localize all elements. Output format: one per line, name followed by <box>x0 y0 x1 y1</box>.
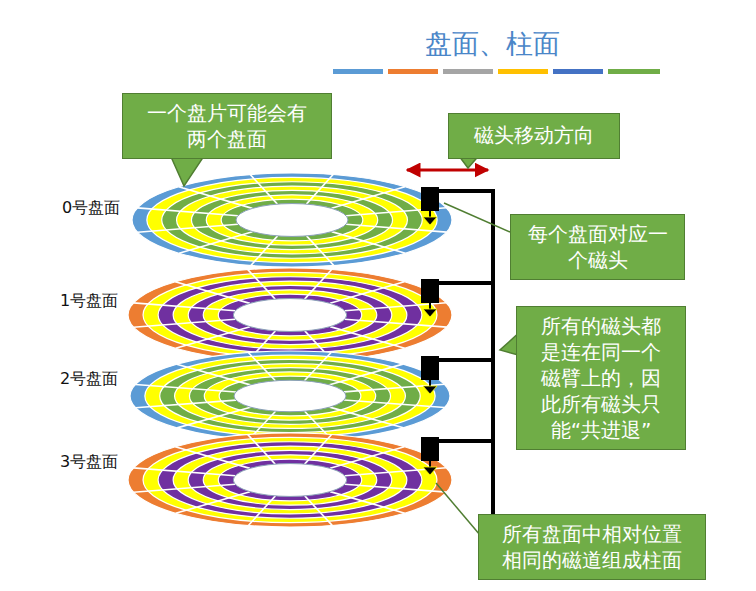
callout-box: 所有盘面中相对位置 相同的磁道组成柱面 <box>478 514 706 580</box>
callout-text: 一个盘片可能会有 两个盘面 <box>143 100 311 152</box>
platter-label: 0号盘面 <box>62 198 120 219</box>
callout-text: 所有盘面中相对位置 相同的磁道组成柱面 <box>498 521 686 573</box>
callout-text: 磁头移动方向 <box>459 122 609 148</box>
callout-box: 所有的磁头都 是连在同一个 磁臂上的，因 此所有磁头只 能“共进退” <box>516 306 686 450</box>
callout-box: 一个盘片可能会有 两个盘面 <box>122 93 332 159</box>
title: 盘面、柱面 <box>425 26 560 62</box>
platter-label: 3号盘面 <box>60 452 118 473</box>
callout-box: 磁头移动方向 <box>448 113 620 159</box>
callout-box: 每个盘面对应一 个磁头 <box>510 214 685 280</box>
callout-text: 每个盘面对应一 个磁头 <box>523 221 672 273</box>
read-write-heads <box>421 187 439 475</box>
callout-tails <box>168 150 522 535</box>
platter-label: 2号盘面 <box>60 369 118 390</box>
title-underline <box>333 69 660 74</box>
callout-text: 所有的磁头都 是连在同一个 磁臂上的，因 此所有磁头只 能“共进退” <box>537 313 665 443</box>
platters <box>128 173 452 527</box>
platter-label: 1号盘面 <box>60 291 118 312</box>
move-arrow <box>407 169 488 172</box>
head-arm <box>430 189 495 516</box>
